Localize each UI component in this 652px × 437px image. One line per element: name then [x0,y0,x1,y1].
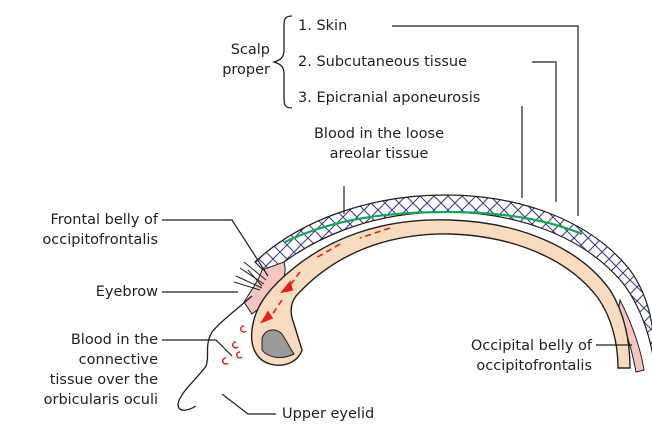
scalp-proper-label: Scalp proper [210,40,270,80]
blood-orbicularis-line-4: orbicularis oculi [0,390,158,410]
loose-areolar-label: Blood in the loose areolar tissue [286,124,472,164]
blood-orbicularis-line-1: Blood in the [0,330,158,350]
face-profile [178,296,252,410]
blood-orbicularis-label: Blood in the connective tissue over the … [0,330,158,410]
upper-eyelid-label: Upper eyelid [282,404,374,424]
eyebrow-label: Eyebrow [0,282,158,302]
loose-areolar-line-2: areolar tissue [286,144,472,164]
occipital-belly-line-2: occipitofrontalis [420,356,592,376]
scalp-brace [274,16,292,108]
frontal-belly-line-2: occipitofrontalis [0,230,158,250]
scalp-layer-subcutaneous: 2. Subcutaneous tissue [298,52,467,72]
scalp-proper-line-2: proper [210,60,270,80]
scalp-layer-aponeurosis: 3. Epicranial aponeurosis [298,88,480,108]
occipital-belly-label: Occipital belly of occipitofrontalis [420,336,592,376]
blood-orbicularis-line-3: tissue over the [0,370,158,390]
occipital-belly-line-1: Occipital belly of [420,336,592,356]
blood-drops-orbicularis [223,326,246,364]
scalp-proper-line-1: Scalp [210,40,270,60]
frontal-belly-line-1: Frontal belly of [0,210,158,230]
blood-orbicularis-line-2: connective [0,350,158,370]
frontal-belly-label: Frontal belly of occipitofrontalis [0,210,158,250]
scalp-layer-skin: 1. Skin [298,16,347,36]
loose-areolar-line-1: Blood in the loose [286,124,472,144]
